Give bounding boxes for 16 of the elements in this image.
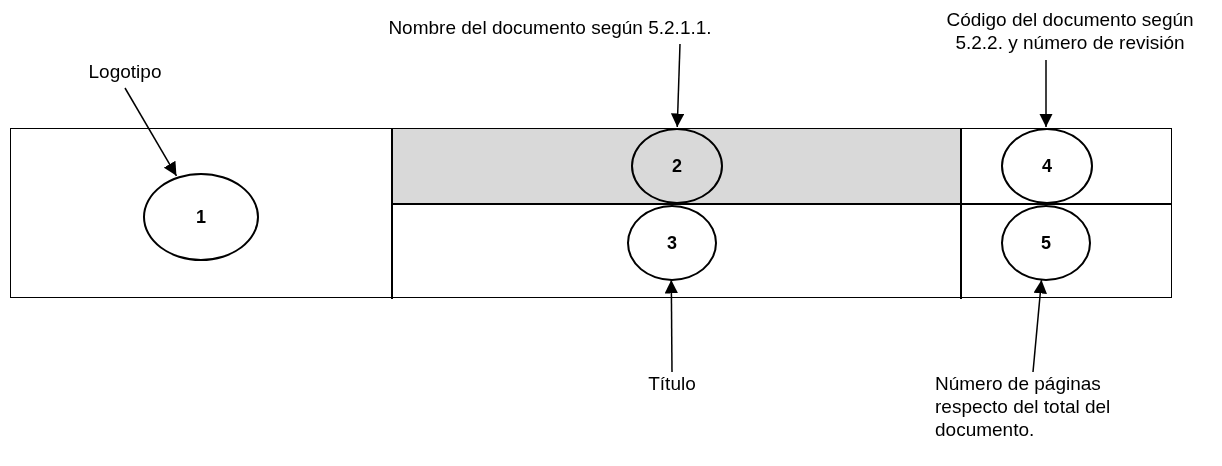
- header-table: [10, 128, 1172, 298]
- arrow: [1032, 279, 1047, 373]
- callout-number: 1: [143, 173, 259, 261]
- arrow: [1039, 59, 1053, 128]
- arrow: [670, 43, 685, 128]
- callout-number: 4: [1001, 128, 1093, 204]
- callout-text: Logotipo: [70, 60, 180, 88]
- callout-number: 5: [1001, 205, 1091, 281]
- callout-text: Nombre del documento según 5.2.1.1.: [360, 16, 740, 44]
- callout-number: 3: [627, 205, 717, 281]
- callout-text: Título: [630, 372, 714, 400]
- arrow: [664, 279, 679, 373]
- callout-number: 2: [631, 128, 723, 204]
- arrow: [124, 87, 178, 177]
- callout-text: Número de páginas respecto del total del documento.: [935, 372, 1150, 464]
- callout-text: Código del documento según 5.2.2. y número de revisión: [925, 8, 1215, 60]
